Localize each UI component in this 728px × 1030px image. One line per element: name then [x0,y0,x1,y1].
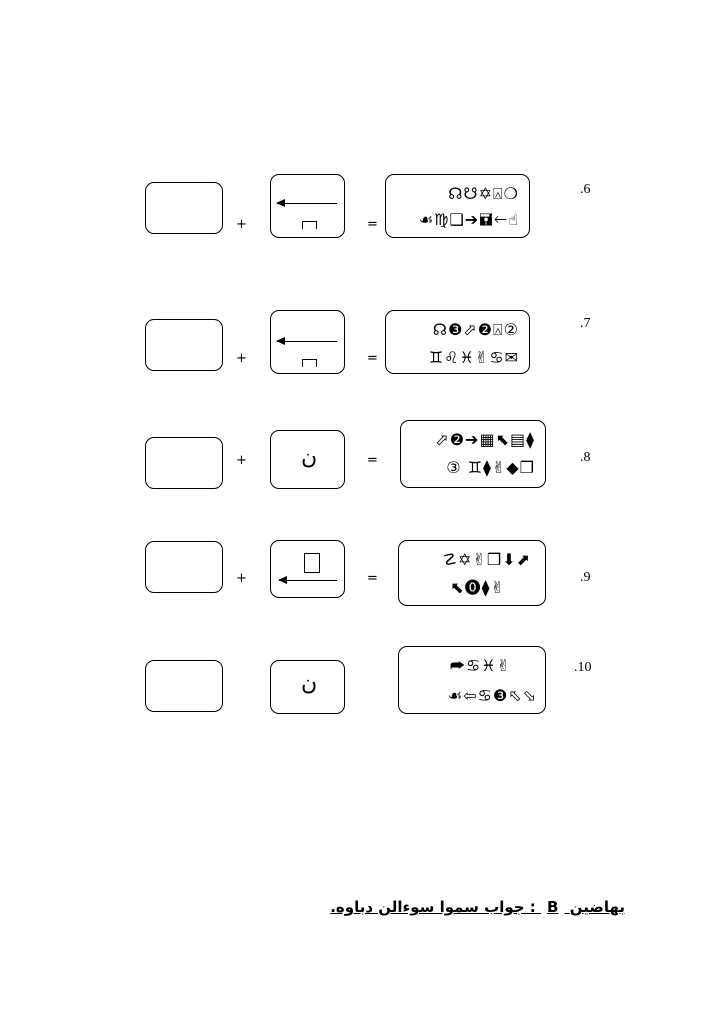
result-box: ⬀❷➔▦⬉▤⧫ ③ ♊⧫✌◆❐ [400,420,546,488]
question-row-8: + ن = ⬀❷➔▦⬉▤⧫ ③ ♊⧫✌◆❐ .8 [0,418,728,498]
question-number: .6 [580,182,591,197]
left-arrow-icon [276,335,337,347]
operand-box [270,540,345,598]
section-letter: B [547,898,559,916]
plus-sign: + [236,453,247,468]
operand-box: ن [270,660,345,714]
answer-box[interactable] [145,182,223,234]
answer-box[interactable] [145,437,223,489]
symbol-line-1: ⮫♋♓✌ [450,656,511,675]
small-box-icon [302,359,317,367]
result-box: ☡✡✌❒⬇⬈ ⬉⓿⧫✌ [398,540,546,606]
left-arrow-icon [278,574,337,586]
symbol-line-2: ☙♍❑➔🖬🡐☝ [418,210,519,229]
symbol-line-1: ☡✡✌❒⬇⬈ [442,550,531,569]
symbol-line-1: ☊❸⬀❷⍓② [432,320,519,339]
question-number: .9 [580,570,591,585]
question-row-7: + = ☊❸⬀❷⍓② ♊♌♓✌♋✉ .7 [0,306,728,386]
equals-sign: = [367,217,378,232]
arabic-letter: ن [301,445,318,470]
symbol-line-2: ☙⇦♋❸⬁⬂ [447,686,537,705]
plus-sign: + [236,571,247,586]
result-box: ☊☋✡⍓❍ ☙♍❑➔🖬🡐☝ [385,174,530,238]
equals-sign: = [367,571,378,586]
question-number: .7 [580,316,591,331]
arabic-letter: ن [301,671,318,696]
operand-box: ن [270,430,345,489]
operand-box [270,310,345,374]
plus-sign: + [236,351,247,366]
result-box: ☊❸⬀❷⍓② ♊♌♓✌♋✉ [385,310,530,374]
section-label: بهاضين [569,898,625,916]
question-row-9: + = ☡✡✌❒⬇⬈ ⬉⓿⧫✌ .9 [0,534,728,614]
section-b-instruction: بهاضين B : جواب سمو‌ا سوءالن دباوه. [320,898,625,916]
tall-box-icon [304,553,320,573]
question-row-6: + = ☊☋✡⍓❍ ☙♍❑➔🖬🡐☝ .6 [0,170,728,250]
symbol-line-1: ☊☋✡⍓❍ [448,184,519,203]
answer-box[interactable] [145,541,223,593]
question-number: .8 [580,450,591,465]
left-arrow-icon [276,197,337,209]
answer-box[interactable] [145,660,223,712]
instruction-text: : جواب سمو‌ا سوءالن دباوه. [330,898,536,916]
answer-box[interactable] [145,319,223,371]
question-number: .10 [574,660,592,675]
small-box-icon [302,221,317,229]
plus-sign: + [236,217,247,232]
operand-box [270,174,345,238]
equals-sign: = [367,453,378,468]
result-box: ⮫♋♓✌ ☙⇦♋❸⬁⬂ [398,646,546,714]
symbol-line-2: ⬉⓿⧫✌ [450,578,505,597]
symbol-line-2: ③ ♊⧫✌◆❐ [446,458,535,477]
equals-sign: = [367,351,378,366]
symbol-line-2: ♊♌♓✌♋✉ [428,348,519,367]
question-row-10: ن ⮫♋♓✌ ☙⇦♋❸⬁⬂ .10 [0,642,728,722]
symbol-line-1: ⬀❷➔▦⬉▤⧫ [435,430,535,449]
